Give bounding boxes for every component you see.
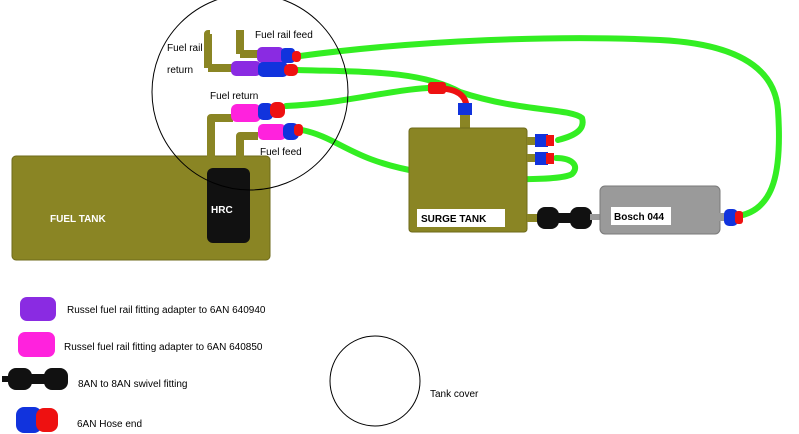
hoses (283, 35, 782, 219)
swivel-pipe-1 (527, 214, 541, 222)
pink-fitting-feed (258, 124, 286, 140)
pump-label: Bosch 044 (614, 212, 664, 223)
legend-purple-text: Russel fuel rail fitting adapter to 6AN … (67, 305, 266, 316)
tank-pipes (204, 30, 258, 160)
surge-side-stub-1 (527, 137, 537, 145)
tank-cover-icon (329, 335, 421, 427)
hrc-unit (207, 168, 250, 243)
swivel-fitting-icon (2, 368, 68, 390)
surge-tank-label-box (417, 209, 505, 227)
hose-end-red-s2 (546, 153, 554, 164)
fuel-feed-label: Fuel feed (260, 147, 302, 158)
purple-fitting-rail-feed (257, 47, 284, 63)
pump-hose-end-blue (724, 209, 738, 226)
hose-end-red-s1 (546, 135, 554, 146)
surge-side-stub-2 (527, 154, 537, 162)
hose-end-icon (16, 407, 58, 433)
hose-end-blue-s1 (535, 134, 548, 147)
fuel-rail-feed-label: Fuel rail feed (255, 30, 313, 41)
hose-ends-engine (258, 48, 303, 140)
fuel-rail-return-label-2: return (167, 65, 193, 76)
hrc-label: HRC (211, 205, 233, 216)
fuel-rail-return-label-1: Fuel rail (167, 43, 203, 54)
hose-end-red (428, 82, 446, 94)
pump-hose-end-red (735, 211, 743, 224)
surge-inlet-stub (460, 115, 470, 128)
swivel-fitting-inline (537, 207, 592, 229)
legend-pink-text: Russel fuel rail fitting adapter to 6AN … (64, 342, 263, 353)
pump-outlet-stub (718, 213, 728, 221)
pink-fitting-icon (18, 332, 55, 357)
hose-fuel-return (283, 85, 431, 109)
fuel-return-label: Fuel return (210, 91, 258, 102)
fuel-tank-label: FUEL TANK (50, 214, 107, 225)
legend-swivel-text: 8AN to 8AN swivel fitting (78, 379, 188, 390)
legend: Russel fuel rail fitting adapter to 6AN … (2, 297, 479, 433)
legend-tank-cover-text: Tank cover (430, 389, 479, 400)
hose-rail-return (295, 67, 586, 143)
pink-fitting-return (231, 104, 261, 122)
hose-rail-feed (297, 35, 782, 219)
purple-fitting-icon (20, 297, 56, 321)
surge-tank (408, 127, 528, 233)
surge-tank-label: SURGE TANK (421, 214, 487, 225)
fuel-tank (11, 155, 271, 261)
swivel-pipe-2 (590, 214, 602, 220)
legend-hose-end-text: 6AN Hose end (77, 419, 142, 430)
purple-fitting-rail-return (231, 61, 261, 76)
hose-end-blue (458, 103, 472, 115)
engine-area-circle (151, 0, 349, 191)
pump-label-box (611, 207, 671, 225)
hose-end-blue-s2 (535, 152, 548, 165)
